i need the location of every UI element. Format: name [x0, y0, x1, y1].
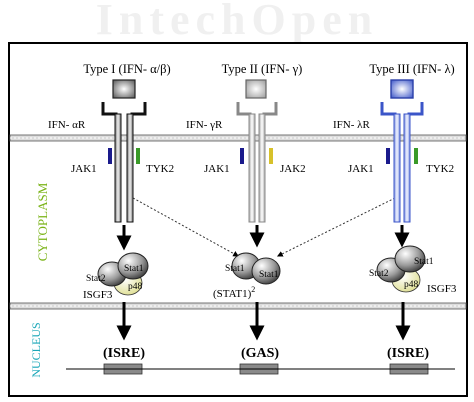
type1-p48-label: p48 — [128, 282, 143, 292]
type3-complex-label: ISGF3 — [427, 283, 457, 295]
type2-jak1-label: JAK1 — [204, 163, 230, 175]
type1-ligand-icon — [112, 79, 136, 99]
type1-isgf3-complex-icon — [97, 252, 149, 296]
type3-element-label: (ISRE) — [387, 346, 429, 361]
type3-title: Type III (IFN- λ) — [369, 62, 454, 76]
type1-stat2-label: Stat2 — [86, 274, 106, 284]
type2-complex-name: (STAT1) — [213, 288, 252, 300]
type1-receptor-label: IFN- αR — [48, 119, 86, 131]
type2-receptor-icon — [236, 102, 278, 223]
type3-receptor-icon — [380, 102, 424, 223]
nucleus-label: NUCLEUS — [29, 322, 43, 377]
type2-jak2-box — [269, 148, 273, 164]
nuclear-membrane — [9, 302, 467, 310]
plasma-membrane — [9, 134, 467, 142]
type2-ligand-icon — [245, 79, 267, 99]
type2-element-label: (GAS) — [241, 346, 279, 361]
type2-jak1-box — [240, 148, 244, 164]
type2-title: Type II (IFN- γ) — [222, 62, 303, 76]
type1-pathway: Type I (IFN- α/β) IFN- αR JAK1 TYK2 Stat… — [48, 62, 174, 375]
type2-receptor-label: IFN- γR — [186, 119, 223, 131]
type2-complex-label: (STAT1)2 — [213, 285, 255, 300]
type1-jak1-label: JAK1 — [71, 163, 97, 175]
type2-pathway: Type II (IFN- γ) IFN- γR JAK1 JAK2 Stat1… — [132, 62, 396, 375]
type3-tyk2-label: TYK2 — [426, 163, 454, 175]
type1-crosstalk-arrow — [132, 197, 240, 257]
type3-jak1-label: JAK1 — [348, 163, 374, 175]
type3-crosstalk-arrow — [276, 197, 396, 257]
type3-stat1-label: Stat1 — [414, 257, 434, 267]
type3-isgf3-complex-icon — [376, 245, 426, 293]
type1-tyk2-box — [136, 148, 140, 164]
type2-stat1-dimer-icon — [231, 252, 281, 285]
type1-tyk2-label: TYK2 — [146, 163, 174, 175]
type3-p48-label: p48 — [404, 280, 419, 290]
type3-pathway: Type III (IFN- λ) IFN- λR JAK1 TYK2 Stat… — [333, 62, 457, 375]
svg-text:IntechOpen: IntechOpen — [96, 0, 378, 44]
type1-receptor-icon — [101, 102, 147, 223]
type3-ligand-icon — [390, 79, 414, 99]
type3-receptor-label: IFN- λR — [333, 119, 370, 131]
type1-stat1-label: Stat1 — [124, 264, 144, 274]
type2-complex-sup: 2 — [251, 285, 255, 294]
type2-stat1b-label: Stat1 — [259, 270, 279, 280]
type3-stat2-label: Stat2 — [369, 269, 389, 279]
type1-complex-label: ISGF3 — [83, 289, 113, 301]
type1-element-label: (ISRE) — [103, 346, 145, 361]
cytoplasm-label: CYTOPLASM — [35, 182, 50, 261]
type1-jak1-box — [108, 148, 112, 164]
type2-stat1a-label: Stat1 — [225, 264, 245, 274]
type1-title: Type I (IFN- α/β) — [83, 62, 170, 76]
diagram-frame — [8, 42, 468, 397]
watermark-logo: IntechOpen — [96, 0, 378, 44]
type2-jak2-label: JAK2 — [280, 163, 306, 175]
type3-tyk2-box — [414, 148, 418, 164]
type3-jak1-box — [386, 148, 390, 164]
